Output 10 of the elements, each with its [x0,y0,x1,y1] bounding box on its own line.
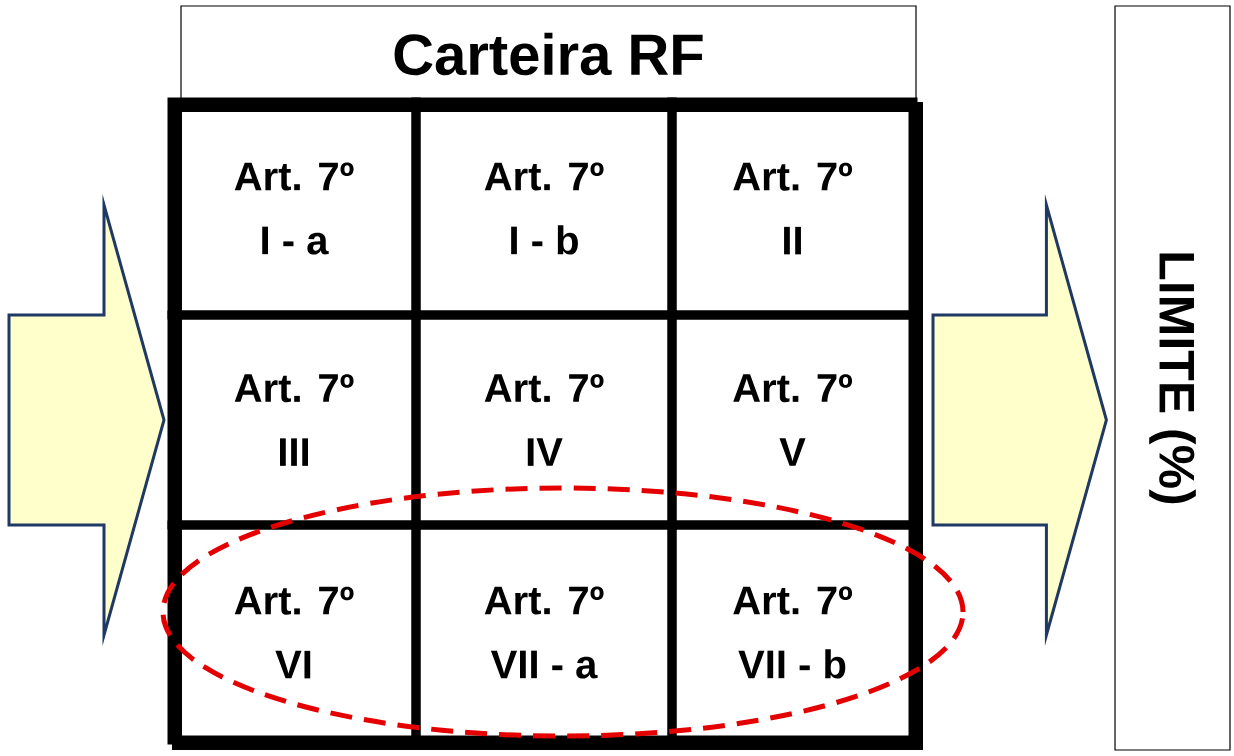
grid-cell: Art. 7º II [667,97,918,320]
grid-cell: Art. 7º I - a [167,97,421,320]
grid-frame [172,102,923,750]
block-arrow [931,194,1108,646]
grid-cell: Art. 7º I - b [411,97,677,320]
limit-box: LIMITE (%) [1114,5,1231,751]
grid-cell: Art. 7º IV [411,310,677,530]
grid-cell: Art. 7º VI [167,520,421,745]
header-box: Carteira RF [180,5,917,103]
grid-cell: Art. 7º III [167,310,421,530]
